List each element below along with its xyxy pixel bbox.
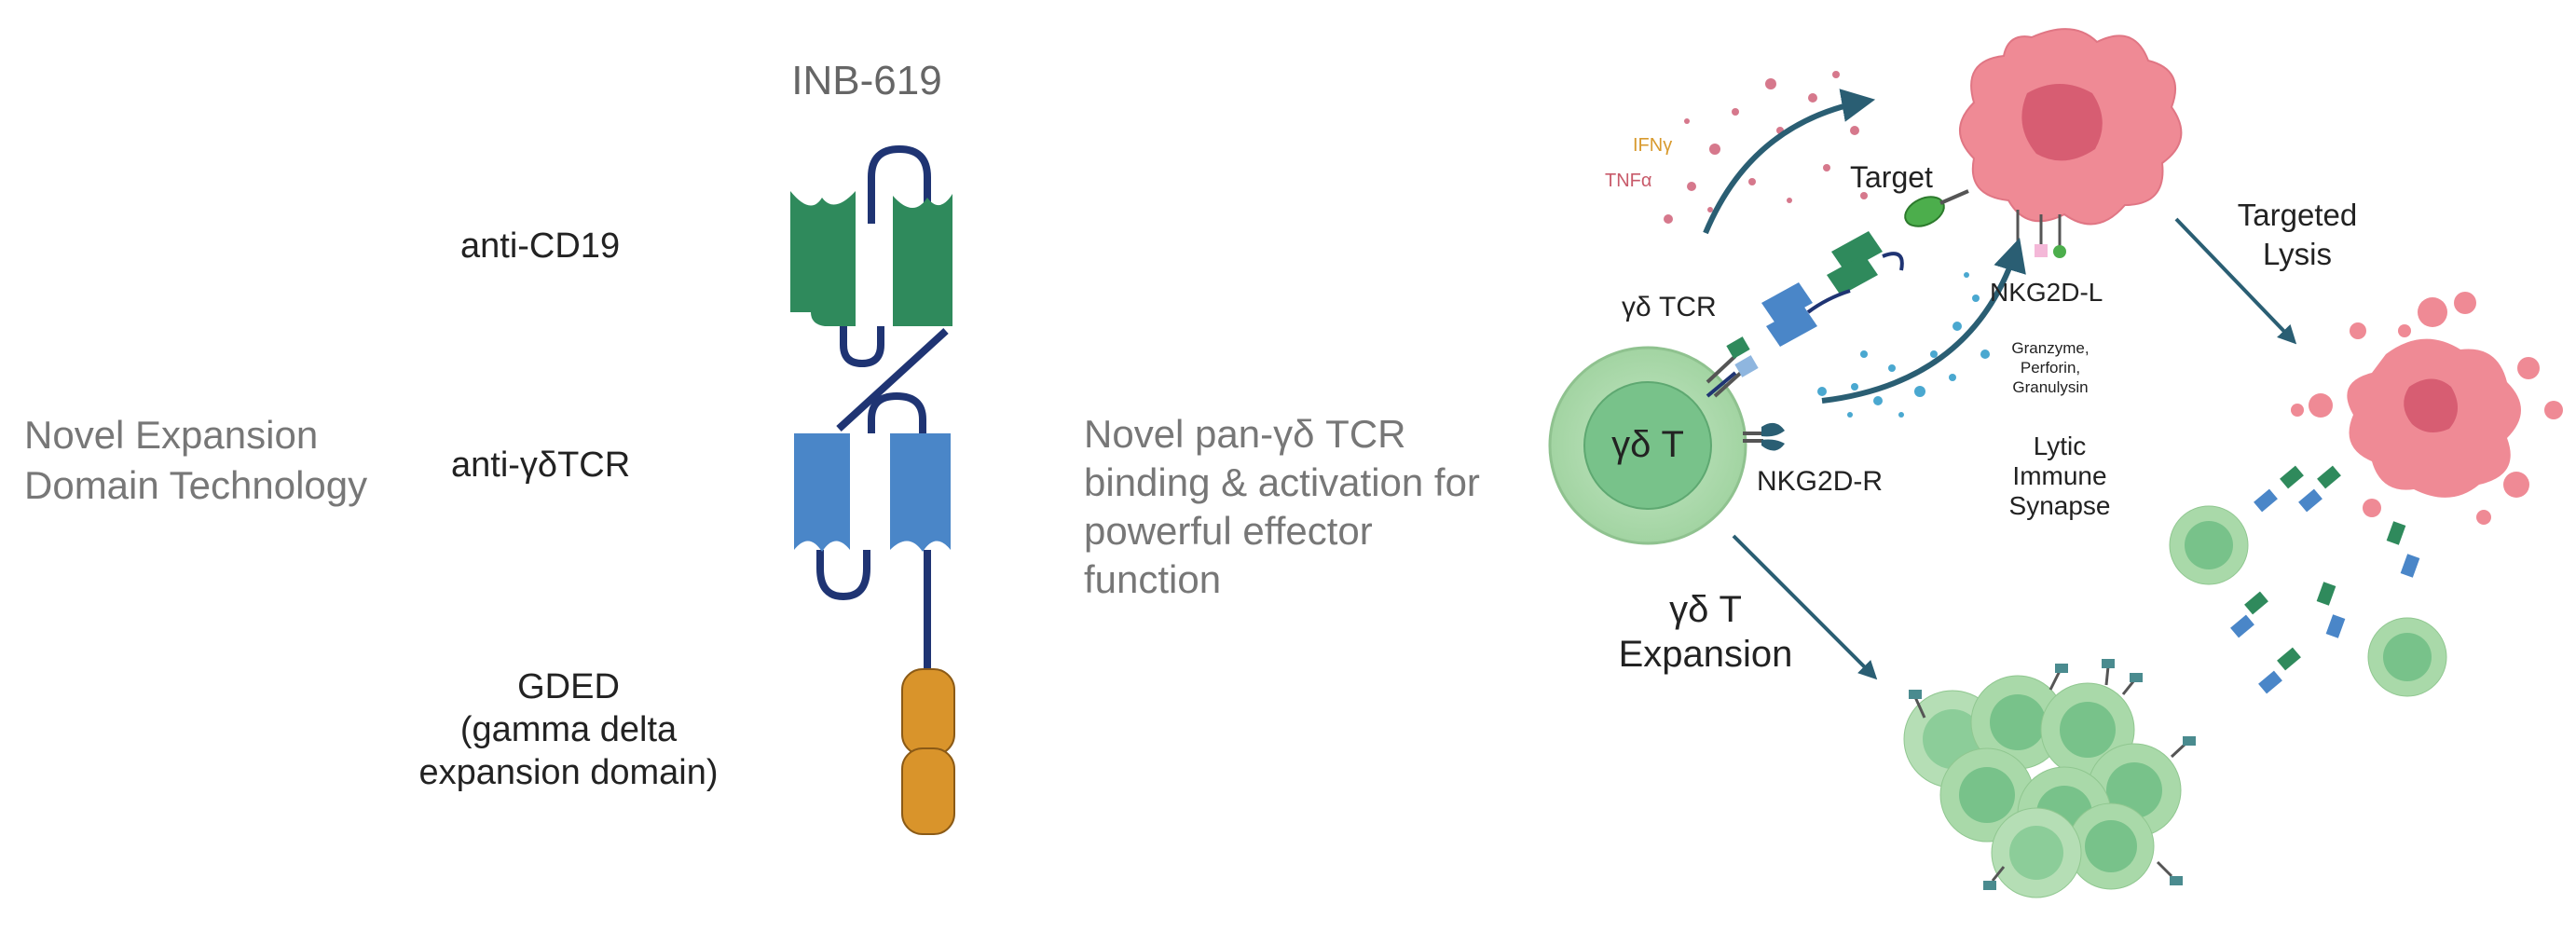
nkg2d-ligand-dot — [2053, 245, 2066, 258]
label-ifng: IFNγ — [1633, 135, 1673, 156]
synapse-antibody — [1761, 231, 1904, 347]
label-lytic-line1: Lytic — [2033, 432, 2087, 460]
middle-caption-line3: powerful effector — [1084, 509, 1373, 553]
label-targeted-line1: Targeted — [2237, 198, 2358, 232]
cytokine-arrow — [1703, 89, 1876, 235]
construct-linker — [868, 391, 926, 433]
label-granzyme-line3: Granulysin — [2012, 378, 2089, 396]
attacking-t-cells — [2169, 465, 2447, 697]
expanded-t-cell-cluster — [1903, 659, 2196, 898]
label-anti-gdtcr: anti-γδTCR — [451, 445, 631, 485]
target-antigen — [1904, 196, 1945, 227]
label-nkg2d-l: NKG2D-L — [1990, 278, 2103, 307]
label-targeted-lysis: Targeted Lysis — [2213, 196, 2381, 274]
gded-domain-bottom — [901, 747, 955, 835]
expansion-arrow — [1732, 534, 1878, 680]
label-granzyme-line1: Granzyme, — [2011, 339, 2090, 357]
construct-linker — [840, 326, 884, 368]
construct-molecule — [790, 144, 955, 835]
label-lytic-line2: Immune — [2012, 461, 2107, 490]
label-targeted-line2: Lysis — [2263, 237, 2332, 271]
label-gded-line3: expansion domain) — [418, 753, 719, 792]
middle-caption-line2: binding & activation for — [1084, 460, 1480, 504]
label-tnfa: TNFα — [1605, 171, 1652, 191]
construct-title: INB-619 — [791, 58, 942, 103]
gded-domain-top — [901, 668, 955, 756]
label-anti-cd19: anti-CD19 — [460, 226, 621, 266]
label-lytic-synapse: Lytic Immune Synapse — [1985, 432, 2134, 521]
construct-linker — [868, 144, 931, 224]
label-granzyme-line2: Perforin, — [2020, 359, 2081, 377]
label-gded: GDED (gamma delta expansion domain) — [391, 665, 746, 794]
label-gded-line1: GDED — [517, 667, 620, 706]
left-caption-line2: Domain Technology — [24, 463, 368, 507]
construct-linker — [836, 328, 949, 432]
cytokine-dots — [1664, 71, 1868, 224]
label-expansion-line2: Expansion — [1618, 634, 1793, 675]
left-caption-line1: Novel Expansion — [24, 413, 319, 457]
gdtcr-domain-left — [794, 433, 850, 552]
mechanism-panel — [1548, 28, 2563, 898]
nkg2d-ligand — [2035, 244, 2048, 257]
lysed-tumor — [2291, 292, 2563, 525]
label-lytic-line3: Synapse — [2008, 491, 2111, 520]
left-caption: Novel Expansion Domain Technology — [24, 410, 367, 511]
gd-tcr-receptor — [1706, 336, 1759, 398]
construct-linker — [816, 550, 870, 601]
cd19-domain-left — [790, 191, 856, 326]
middle-caption-line1: Novel pan-γδ TCR — [1084, 412, 1406, 456]
label-granzyme: Granzyme, Perforin, Granulysin — [1985, 338, 2116, 397]
targeted-lysis-arrow — [2174, 217, 2297, 345]
label-gd-t-cell: γδ T — [1611, 424, 1684, 465]
tumor-nucleus — [2021, 84, 2103, 161]
granzyme-dots — [1817, 272, 1990, 418]
label-gded-line2: (gamma delta — [459, 710, 678, 749]
middle-caption-line4: function — [1084, 557, 1222, 601]
middle-caption: Novel pan-γδ TCR binding & activation fo… — [1084, 410, 1480, 604]
lysis-arrow — [1821, 238, 2026, 404]
cd19-domain-right — [893, 194, 952, 326]
label-target: Target — [1850, 160, 1933, 194]
label-gd-tcr: γδ TCR — [1622, 292, 1717, 322]
label-expansion-line1: γδ T — [1669, 589, 1742, 630]
gd-t-cell-nucleus — [1583, 381, 1712, 510]
gdtcr-domain-right — [890, 433, 951, 552]
nkg2d-receptor — [1743, 422, 1785, 451]
label-expansion: γδ T Expansion — [1603, 587, 1808, 677]
label-nkg2d-r: NKG2D-R — [1757, 466, 1884, 497]
